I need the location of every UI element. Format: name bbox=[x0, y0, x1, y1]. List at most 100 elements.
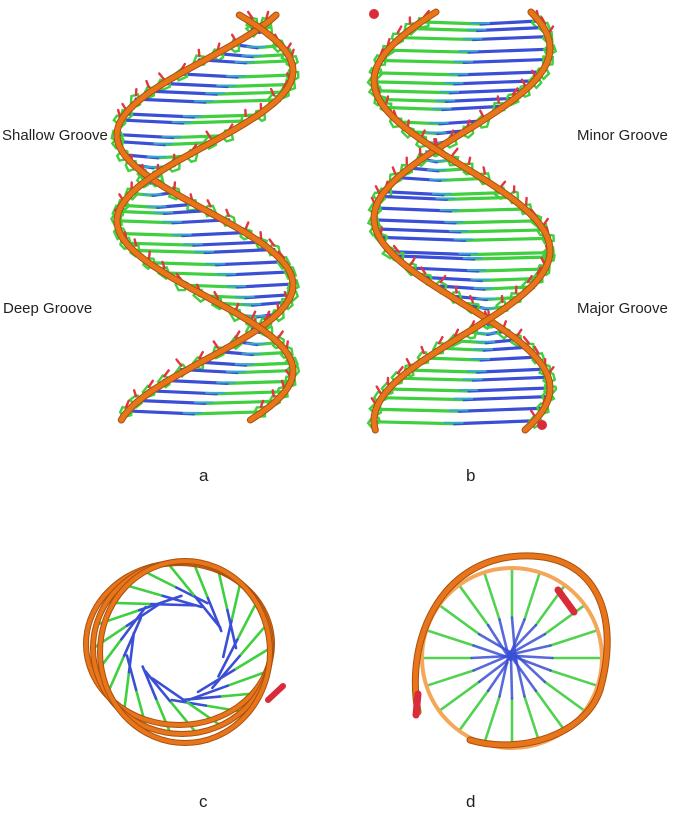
c-base-spoke bbox=[234, 648, 270, 670]
c-terminus bbox=[268, 686, 283, 700]
b-base-stick bbox=[459, 72, 543, 75]
c-base-spoke bbox=[219, 572, 228, 610]
panel-b-structure bbox=[368, 9, 556, 430]
b-oxygen-stick bbox=[498, 96, 499, 102]
a-oxygen-stick bbox=[267, 12, 269, 18]
b-base-stick bbox=[446, 98, 513, 101]
b-terminus bbox=[537, 420, 547, 430]
a-oxygen-stick bbox=[273, 390, 274, 396]
a-base-stick bbox=[227, 84, 290, 86]
c-base-spoke bbox=[232, 585, 240, 621]
a-oxygen-stick bbox=[261, 232, 262, 238]
d-base-spoke bbox=[459, 585, 488, 625]
b-base-stick bbox=[381, 237, 465, 240]
d-base-spoke bbox=[484, 572, 499, 619]
b-base-stick bbox=[477, 28, 545, 31]
b-base-stick bbox=[469, 49, 550, 52]
d-base-spoke bbox=[536, 691, 565, 731]
b-terminus bbox=[369, 9, 379, 19]
d-base-spoke bbox=[551, 630, 598, 645]
panel-c-structure bbox=[86, 561, 283, 743]
a-base-stick bbox=[216, 262, 283, 265]
b-base-stick bbox=[380, 398, 464, 400]
a-oxygen-stick bbox=[149, 381, 153, 387]
b-base-stick bbox=[380, 60, 464, 62]
d-base-spoke bbox=[525, 572, 540, 619]
b-base-stick bbox=[374, 220, 455, 223]
a-oxygen-stick bbox=[199, 50, 200, 56]
a-oxygen-stick bbox=[282, 381, 284, 387]
a-base-stick bbox=[205, 100, 274, 102]
c-base-spoke bbox=[184, 697, 220, 700]
b-base-stick bbox=[477, 369, 545, 372]
b-base-stick bbox=[451, 209, 527, 211]
b-oxygen-stick bbox=[456, 287, 457, 293]
d-terminus bbox=[416, 694, 418, 715]
a-base-stick bbox=[194, 242, 261, 245]
d-base-spoke bbox=[426, 630, 473, 645]
c-base-spoke bbox=[124, 672, 129, 711]
a-oxygen-stick bbox=[236, 332, 240, 338]
b-base-stick bbox=[376, 409, 460, 411]
b-base-stick bbox=[464, 397, 548, 400]
a-base-stick bbox=[227, 272, 290, 275]
d-base-spoke bbox=[551, 671, 598, 686]
c-base-spoke bbox=[145, 572, 176, 588]
b-base-stick bbox=[374, 82, 455, 84]
b-oxygen-stick bbox=[484, 167, 485, 173]
a-base-stick bbox=[194, 412, 261, 414]
b-base-stick bbox=[375, 91, 450, 93]
a-oxygen-stick bbox=[149, 252, 150, 258]
b-base-stick bbox=[374, 422, 455, 424]
b-base-stick bbox=[473, 377, 549, 380]
b-base-stick bbox=[465, 238, 549, 240]
b-base-stick bbox=[399, 256, 474, 259]
a-oxygen-stick bbox=[174, 182, 175, 188]
b-base-stick bbox=[464, 59, 548, 62]
c-base-spoke bbox=[195, 565, 208, 598]
c-base-spoke bbox=[195, 596, 220, 627]
b-base-stick bbox=[375, 208, 451, 211]
a-base-stick bbox=[183, 121, 246, 123]
b-base-stick bbox=[473, 37, 549, 40]
b-base-stick bbox=[469, 388, 550, 391]
b-base-stick bbox=[388, 389, 469, 391]
a-base-stick bbox=[183, 233, 246, 236]
b-base-stick bbox=[478, 269, 545, 271]
b-base-stick bbox=[376, 229, 460, 232]
b-oxygen-stick bbox=[398, 27, 401, 33]
d-base-spoke bbox=[525, 697, 540, 744]
b-base-stick bbox=[388, 50, 469, 52]
d-terminus bbox=[558, 590, 574, 612]
panel-a-structure bbox=[111, 12, 299, 420]
b-base-stick bbox=[398, 378, 474, 380]
c-base-spoke bbox=[108, 656, 125, 694]
b-oxygen-stick bbox=[434, 139, 435, 145]
d-base-spoke bbox=[439, 605, 479, 634]
b-oxygen-stick bbox=[407, 359, 410, 365]
b-oxygen-stick bbox=[376, 186, 379, 192]
a-oxygen-stick bbox=[246, 223, 248, 229]
b-base-stick bbox=[469, 253, 550, 255]
d-base-spoke bbox=[439, 682, 479, 711]
d-base-spoke bbox=[426, 671, 473, 686]
d-base-spoke bbox=[545, 605, 585, 634]
c-base-spoke bbox=[237, 603, 256, 640]
d-base-spoke bbox=[545, 682, 585, 711]
a-oxygen-stick bbox=[118, 110, 120, 116]
b-base-stick bbox=[447, 197, 515, 199]
d-base-spoke bbox=[484, 697, 499, 744]
c-base-spoke bbox=[153, 679, 186, 702]
c-base-spoke bbox=[145, 671, 170, 701]
a-oxygen-stick bbox=[287, 341, 288, 347]
b-base-stick bbox=[455, 421, 536, 424]
b-base-stick bbox=[455, 221, 536, 223]
a-oxygen-stick bbox=[176, 360, 181, 366]
b-oxygen-stick bbox=[393, 167, 395, 173]
b-base-stick bbox=[398, 38, 474, 40]
a-oxygen-stick bbox=[164, 370, 168, 376]
a-base-stick bbox=[227, 381, 290, 383]
a-base-stick bbox=[205, 250, 274, 253]
d-base-spoke bbox=[459, 691, 488, 731]
